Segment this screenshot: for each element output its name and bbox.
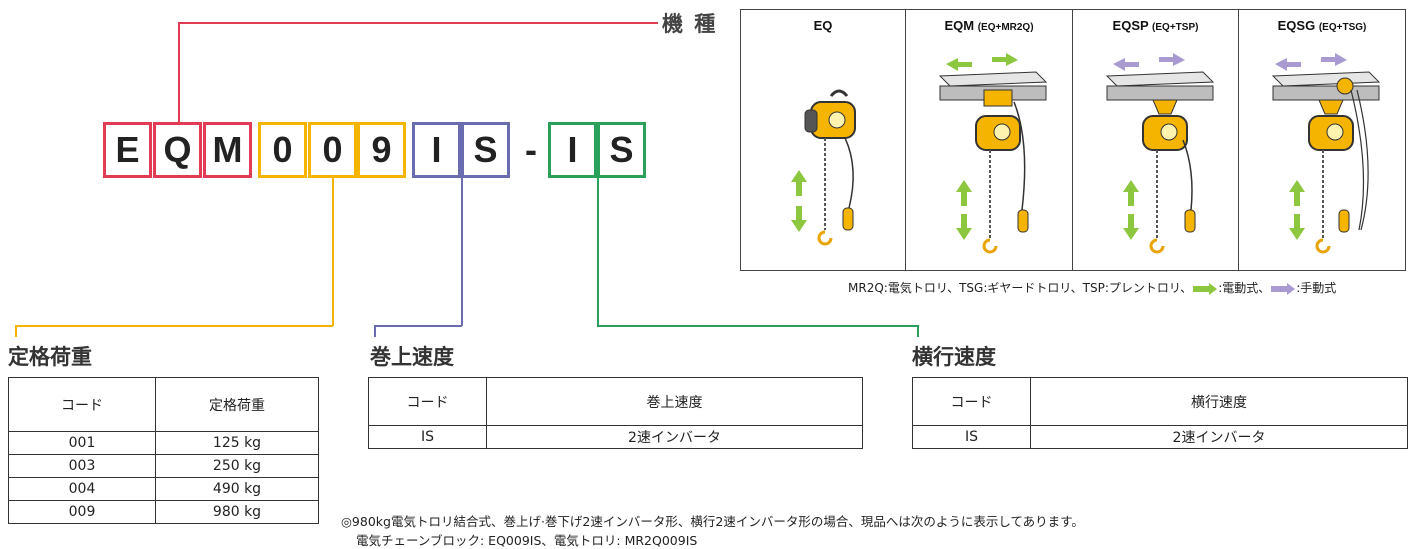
table-row: 009 980 kg: [8, 500, 319, 524]
lift-speed-title: 巻上速度: [370, 345, 454, 369]
panel-column-eqm: EQM (EQ+MR2Q): [906, 10, 1073, 270]
capacity-title: 定格荷重: [8, 345, 92, 369]
table-row: IS 2速インバータ: [912, 425, 1408, 449]
legend-manual: :手動式: [1296, 281, 1337, 295]
code-char-6: 9: [357, 122, 406, 178]
code-char-2: Q: [153, 122, 202, 178]
travel-code: IS: [912, 425, 1031, 449]
capacity-value: 490 kg: [155, 477, 319, 501]
capacity-header-capacity: 定格荷重: [155, 377, 319, 432]
lift-connector-horizontal: [374, 325, 462, 327]
note-line-2: 電気チェーンブロック: EQ009IS、電気トロリ: MR2Q009IS: [356, 533, 698, 548]
capacity-connector-horizontal: [15, 325, 333, 327]
capacity-code: 003: [8, 454, 156, 478]
model-illustration-panel: EQ EQM (EQ+MR2Q): [740, 9, 1406, 271]
table-row: 004 490 kg: [8, 477, 319, 501]
lift-header-speed: 巻上速度: [486, 377, 863, 426]
capacity-code: 009: [8, 500, 156, 524]
travel-arrow-icon: [1113, 53, 1185, 71]
code-char-11: S: [597, 122, 646, 178]
model-connector-vertical: [178, 22, 180, 122]
i-beam-icon: [938, 71, 1048, 101]
legend-text: MR2Q:電気トロリ、TSG:ギヤードトロリ、TSP:プレントロリ、: [848, 281, 1193, 295]
hoist-eqsp-illustration: [1105, 53, 1215, 254]
capacity-code: 001: [8, 431, 156, 455]
travel-header-code: コード: [912, 377, 1031, 426]
hoist-icon: [1308, 89, 1369, 254]
manual-arrow-icon: [1271, 282, 1296, 295]
code-char-1: E: [103, 122, 152, 178]
capacity-table: コード 定格荷重 001 125 kg 003 250 kg 004 490 k…: [8, 377, 319, 524]
panel-column-eq: EQ: [741, 10, 906, 270]
model-type-label: 機 種: [662, 12, 718, 36]
column-title-eqm: EQM (EQ+MR2Q): [944, 18, 1034, 33]
lift-speed-table: コード 巻上速度 IS 2速インバータ: [368, 377, 863, 449]
code-dash: -: [525, 129, 537, 170]
capacity-value: 980 kg: [155, 500, 319, 524]
hoist-icon: [975, 89, 1029, 254]
table-row: 001 125 kg: [8, 431, 319, 455]
code-char-8: S: [461, 122, 510, 178]
code-char-4: 0: [258, 122, 307, 178]
column-title-eqsg: EQSG (EQ+TSG): [1277, 18, 1367, 33]
hoist-icon: [1142, 99, 1196, 254]
i-beam-icon: [1271, 71, 1381, 101]
hoist-eq-illustration: [791, 89, 856, 246]
code-char-7: I: [412, 122, 461, 178]
travel-connector-drop: [917, 325, 919, 337]
column-title-eq: EQ: [813, 18, 833, 33]
travel-arrow-icon: [1275, 53, 1347, 71]
panel-legend: MR2Q:電気トロリ、TSG:ギヤードトロリ、TSP:プレントロリ、 :電動式、:…: [848, 279, 1336, 296]
travel-connector-vertical: [597, 178, 599, 326]
lift-connector-drop: [374, 325, 376, 337]
column-title-eqsp: EQSP (EQ+TSP): [1112, 18, 1199, 33]
code-char-10: I: [548, 122, 597, 178]
travel-speed-table: コード 横行速度 IS 2速インバータ: [912, 377, 1408, 449]
panel-column-eqsp: EQSP (EQ+TSP): [1073, 10, 1239, 270]
capacity-value: 125 kg: [155, 431, 319, 455]
capacity-value: 250 kg: [155, 454, 319, 478]
travel-header-speed: 横行速度: [1030, 377, 1408, 426]
note-line-1: ◎980kg電気トロリ結合式、巻上げ·巻下げ2速インバータ形、横行2速インバータ…: [341, 514, 1084, 529]
code-char-3: M: [203, 122, 252, 178]
hoist-eqm-illustration: [938, 53, 1048, 254]
lift-arrow-icon: [791, 170, 807, 232]
i-beam-icon: [1105, 71, 1215, 101]
travel-speed-title: 横行速度: [912, 345, 996, 369]
travel-value: 2速インバータ: [1030, 425, 1408, 449]
table-row: 003 250 kg: [8, 454, 319, 478]
electric-arrow-icon: [1193, 282, 1218, 295]
lift-value: 2速インバータ: [486, 425, 863, 449]
code-char-5: 0: [308, 122, 357, 178]
capacity-header-code: コード: [8, 377, 156, 432]
hoist-icon: [804, 89, 856, 246]
panel-column-eqsg: EQSG (EQ+TSG): [1239, 10, 1405, 270]
capacity-code: 004: [8, 477, 156, 501]
table-row: IS 2速インバータ: [368, 425, 863, 449]
model-connector-horizontal: [178, 22, 658, 24]
lift-code: IS: [368, 425, 487, 449]
capacity-connector-drop: [15, 325, 17, 337]
legend-electric: :電動式、: [1218, 281, 1271, 295]
travel-connector-horizontal: [597, 325, 918, 327]
capacity-connector-vertical: [332, 178, 334, 326]
lift-header-code: コード: [368, 377, 487, 426]
hoist-eqsg-illustration: [1271, 53, 1381, 254]
lift-connector-vertical: [461, 178, 463, 326]
travel-arrow-icon: [946, 53, 1018, 71]
